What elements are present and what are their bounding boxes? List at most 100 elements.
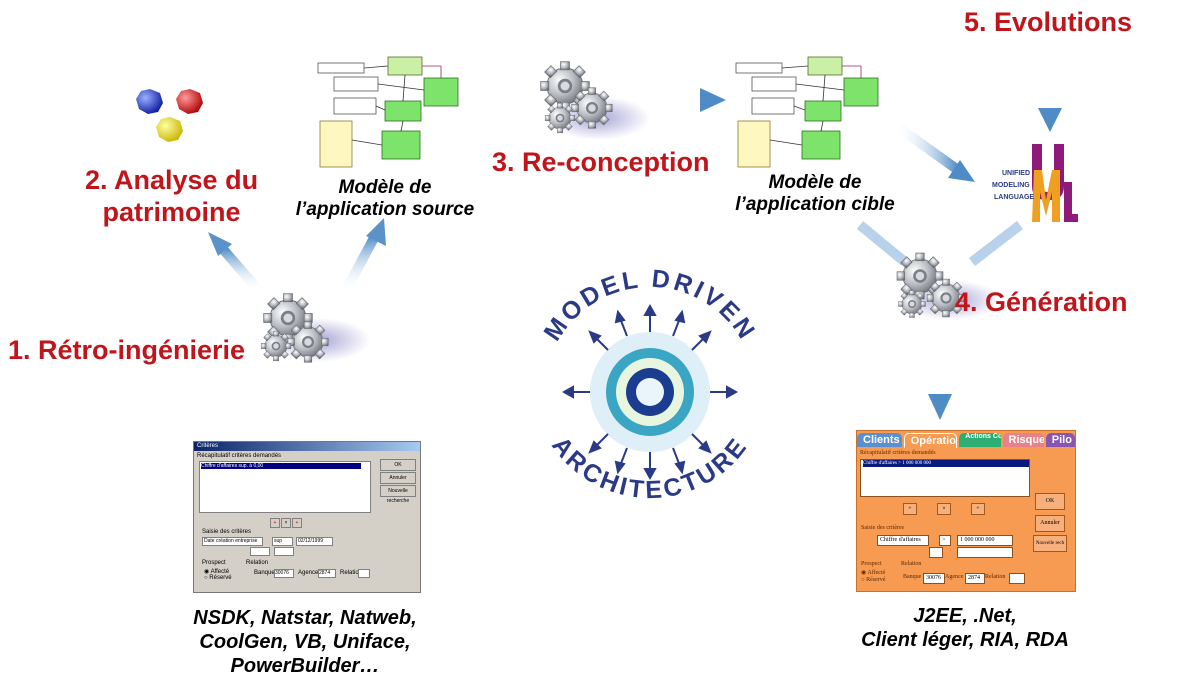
- arrow-target-to-generation: [856, 221, 1024, 266]
- legacy-cancel-button[interactable]: Annuler: [380, 472, 416, 484]
- legacy-criteria-row[interactable]: Chiffre d'affaires sup. à 0,00: [201, 463, 361, 469]
- arrow-to-source-model: [340, 218, 386, 295]
- gear-icon-generation: [896, 252, 1000, 320]
- target-model-caption-line2: l’application cible: [735, 194, 895, 215]
- modern-field-select[interactable]: Chiffre d'affaires: [877, 535, 929, 546]
- legacy-value-input[interactable]: 02/12/1999: [296, 537, 333, 546]
- step-analysis-line1: 2. Analyse du: [85, 165, 259, 195]
- mda-bottom-text: ARCHITECTURE: [546, 431, 750, 504]
- modern-ok-button[interactable]: OK: [1035, 493, 1065, 510]
- tab-risk[interactable]: Risque: [1002, 433, 1044, 447]
- modern-radio-assigned[interactable]: ◉ Affecté: [861, 570, 886, 576]
- tab-commercial-actions[interactable]: Actions Commerciales: [959, 433, 1001, 447]
- legacy-relation-field-label: Relation: [340, 570, 363, 576]
- legacy-radio-assigned-label: Affecté: [210, 569, 230, 575]
- target-tech-line2: Client léger, RIA, RDA: [861, 629, 1069, 651]
- target-tech-list: J2EE, .Net, Client léger, RIA, RDA: [840, 604, 1090, 652]
- modern-new-search-button[interactable]: Nouvelle rech: [1033, 535, 1067, 552]
- modern-operator-select[interactable]: >: [939, 535, 951, 546]
- step-reconception: 3. Re-conception: [492, 147, 710, 177]
- source-model-caption: Modèle de l’application source: [270, 177, 500, 221]
- uml-line2: MODELING: [992, 182, 1030, 189]
- arrow-to-analysis: [208, 232, 264, 296]
- legacy-new-search-button[interactable]: Nouvelle recherche: [380, 485, 416, 504]
- modern-value-input[interactable]: 1 000 000 000: [957, 535, 1013, 546]
- uml-logo: UNIFIED MODELING LANGUAGE: [980, 130, 1080, 230]
- modern-cancel-button[interactable]: Annuler: [1035, 515, 1065, 532]
- modern-bank-label: Banque: [903, 574, 922, 580]
- modern-relation-label: Relation: [901, 561, 922, 567]
- modern-delete-icon[interactable]: ×: [937, 503, 951, 515]
- gear-icon-retro-engineering: [260, 293, 370, 363]
- modern-edit-icon[interactable]: +: [971, 503, 985, 515]
- step-generation: 4. Génération: [955, 287, 1128, 317]
- step-evolutions: 5. Evolutions: [964, 7, 1133, 37]
- legacy-tech-line2: CoolGen, VB, Uniface,: [199, 631, 411, 653]
- legacy-field-select[interactable]: Date création entreprise: [202, 537, 263, 546]
- legacy-criteria-list[interactable]: Chiffre d'affaires sup. à 0,00: [199, 461, 371, 513]
- target-model-diagram: [735, 56, 879, 168]
- legacy-tech-list: NSDK, Natstar, Natweb, CoolGen, VB, Unif…: [170, 606, 440, 678]
- legacy-operator-select[interactable]: sup: [272, 537, 293, 546]
- tab-pilot[interactable]: Pilo: [1045, 433, 1075, 447]
- modern-section2-label: Saisie des critères: [861, 525, 904, 531]
- legacy-ok-button[interactable]: OK: [380, 459, 416, 471]
- legacy-radio-assigned[interactable]: ◉ Affecté: [204, 569, 230, 575]
- svg-text:MODEL DRIVEN: MODEL DRIVEN: [538, 265, 761, 346]
- legacy-prospect-label: Prospect: [202, 560, 226, 566]
- legacy-section2-label: Saisie des critères: [202, 529, 252, 535]
- legacy-relation-label: Relation: [246, 560, 269, 566]
- modern-operator2-select[interactable]: [929, 547, 943, 558]
- arrow-generation-to-screen: [928, 330, 952, 420]
- modern-value2-input[interactable]: [957, 547, 1013, 558]
- modern-relation-field-label: Relation: [985, 574, 1006, 580]
- step-retro-engineering: 1. Rétro-ingénierie: [8, 335, 246, 365]
- modern-agency-input[interactable]: 2874: [965, 573, 985, 584]
- legacy-tech-line1: NSDK, Natstar, Natweb,: [193, 607, 417, 629]
- legacy-radio-reserved[interactable]: ○ Réservé: [204, 575, 232, 581]
- legacy-window-title: Critères: [194, 442, 420, 451]
- target-tech-line1: J2EE, .Net,: [913, 605, 1017, 627]
- modern-radio-reserved-label: Réservé: [866, 577, 886, 583]
- source-model-caption-line1: Modèle de: [338, 177, 432, 198]
- modern-criteria-row[interactable]: Chiffre d'affaires > 1 000 000 000: [863, 460, 1029, 467]
- legacy-tech-line3: PowerBuilder…: [230, 655, 380, 677]
- legacy-add-icon[interactable]: +: [270, 518, 280, 528]
- step-analysis-line2: patrimoine: [102, 197, 241, 227]
- legacy-agency-input[interactable]: 2874: [318, 569, 336, 578]
- arrow-target-to-uml: [892, 120, 975, 182]
- arrow-gear-to-target: [640, 88, 726, 112]
- gear-icon-reconception: [540, 61, 650, 140]
- modern-bank-input[interactable]: 30076: [923, 573, 945, 584]
- modern-section1-label: Récapitulatif critères demandés: [860, 450, 936, 456]
- source-model-caption-line2: l’application source: [295, 199, 475, 220]
- legacy-section1-label: Récapitulatif critères demandés: [197, 453, 282, 459]
- modern-prospect-label: Prospect: [861, 561, 882, 567]
- legacy-operator2-select[interactable]: [250, 547, 270, 556]
- legacy-agency-label: Agence: [298, 570, 319, 576]
- uml-line1: UNIFIED: [1002, 170, 1030, 177]
- mda-top-text: MODEL DRIVEN: [538, 265, 758, 346]
- modern-relation-input[interactable]: [1009, 573, 1025, 584]
- modern-add-icon[interactable]: +: [903, 503, 917, 515]
- legacy-bank-input[interactable]: 30076: [274, 569, 294, 578]
- arrow-evolutions-to-uml: [1038, 58, 1062, 132]
- modern-app-window: Clients Opérations Actions Commerciales …: [856, 430, 1076, 592]
- modern-radio-reserved[interactable]: ○ Réservé: [861, 577, 886, 583]
- modern-tab-bar: Clients Opérations Actions Commerciales …: [857, 431, 1075, 448]
- tab-operations[interactable]: Opérations: [903, 433, 958, 448]
- target-model-caption: Modèle de l’application cible: [705, 172, 925, 216]
- legacy-edit-icon[interactable]: +: [292, 518, 302, 528]
- legacy-relation-input[interactable]: [358, 569, 370, 578]
- modern-agency-label: Agence: [945, 574, 964, 580]
- legacy-bank-label: Banque: [254, 570, 275, 576]
- tab-clients[interactable]: Clients: [857, 433, 902, 447]
- legacy-delete-icon[interactable]: ×: [281, 518, 291, 528]
- source-model-diagram: [317, 56, 459, 168]
- modern-criteria-list[interactable]: Chiffre d'affaires > 1 000 000 000: [860, 459, 1030, 497]
- legacy-app-window: Critères Récapitulatif critères demandés…: [193, 441, 421, 593]
- legacy-radio-reserved-label: Réservé: [209, 575, 232, 581]
- legacy-value2-input[interactable]: [274, 547, 294, 556]
